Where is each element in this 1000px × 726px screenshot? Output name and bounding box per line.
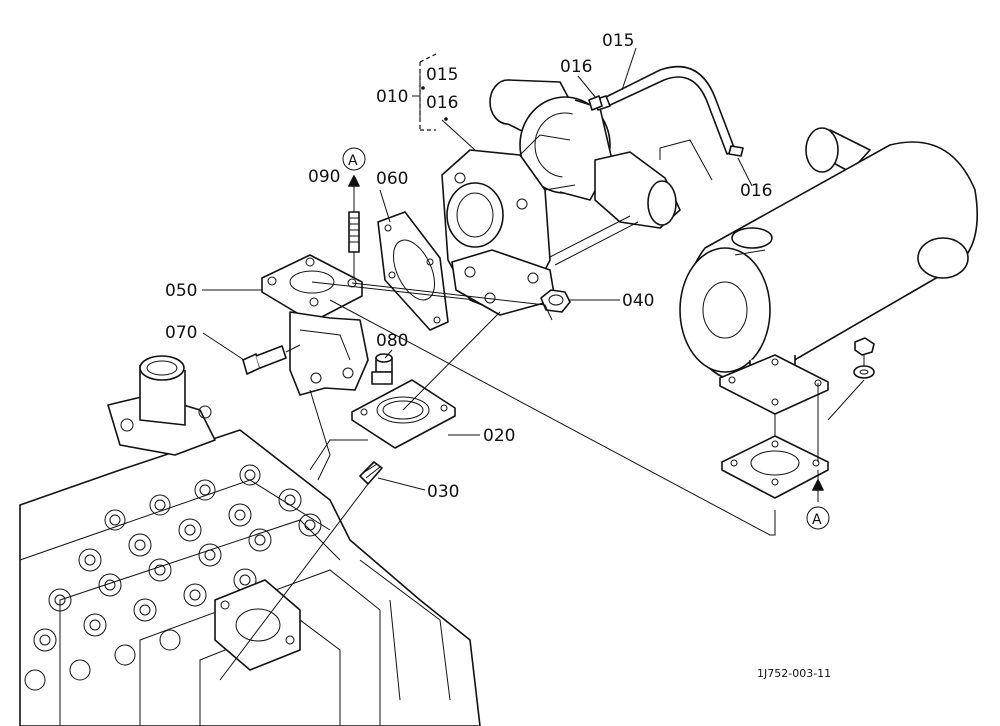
label-016-top: 016: [560, 57, 592, 77]
label-020: 020: [483, 426, 515, 446]
engine-block: [19, 355, 481, 726]
label-010-015: 015: [426, 65, 458, 85]
reference-marker-a-top-text: A: [348, 153, 358, 169]
part-040-nut: [540, 289, 571, 313]
label-016-right: 016: [740, 181, 772, 201]
part-090-stud: [348, 211, 360, 253]
label-030: 030: [427, 482, 459, 502]
part-labels: 010 015 016 015 016 016 090 060 050 040 …: [165, 31, 772, 502]
part-060-gasket: [377, 211, 449, 331]
drawing-code: 1J752-003-11: [757, 667, 831, 680]
part-016-clamps: [588, 95, 744, 157]
part-070-bolt: [242, 345, 287, 375]
label-070: 070: [165, 323, 197, 343]
part-050-manifold: [261, 254, 369, 396]
part-080-bolt: [371, 353, 393, 385]
reference-marker-a-bottom-text: A: [812, 512, 822, 528]
reference-marker-a-bottom: A: [806, 506, 830, 530]
label-leaders: [202, 47, 753, 491]
label-010-016: 016: [426, 93, 458, 113]
assembly-lines: [219, 175, 865, 681]
muffler: [679, 127, 978, 499]
label-040: 040: [622, 291, 654, 311]
label-090: 090: [308, 167, 340, 187]
part-030-stud: [359, 461, 383, 485]
reference-marker-a-top: A: [342, 147, 366, 171]
label-015: 015: [602, 31, 634, 51]
part-010-turbocharger: [441, 79, 681, 316]
label-010: 010: [376, 87, 408, 107]
label-050: 050: [165, 281, 197, 301]
label-080: 080: [376, 331, 408, 351]
label-060: 060: [376, 169, 408, 189]
part-020-gasket: [351, 379, 456, 449]
